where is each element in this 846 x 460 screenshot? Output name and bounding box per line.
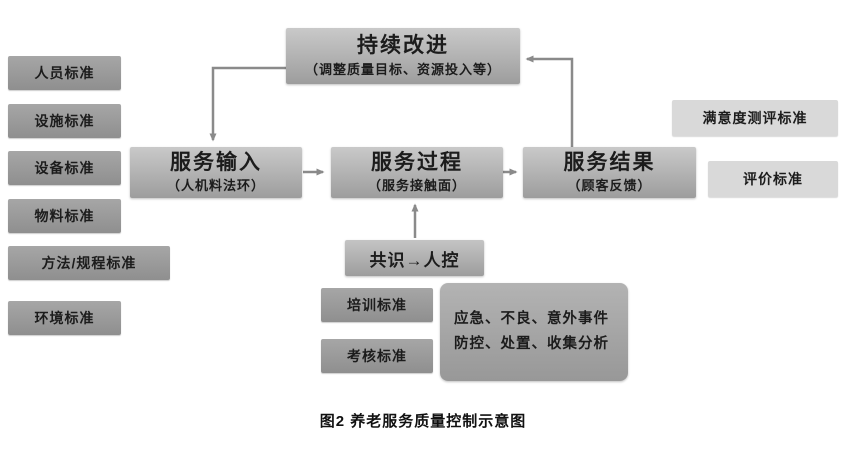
box-satisfaction-standard: 满意度测评标准 [672, 100, 838, 136]
box-label: 培训标准 [347, 297, 407, 313]
box-personnel-standard: 人员标准 [8, 56, 121, 90]
box-service-result: 服务结果 （顾客反馈） [523, 147, 696, 198]
box-label: 物料标准 [34, 208, 95, 224]
arrow-result-to-improve [525, 55, 574, 147]
box-title: 服务输入 [170, 150, 262, 174]
box-subtitle: （服务接触面） [367, 178, 466, 194]
box-consensus-control: 共识→人控 [345, 240, 484, 276]
box-label: 设施标准 [34, 113, 95, 129]
event-line-1: 应急、不良、意外事件 [454, 311, 609, 328]
box-label: 人员标准 [34, 65, 95, 81]
box-subtitle: （人机料法环） [166, 178, 265, 194]
box-method-standard: 方法/规程标准 [8, 246, 170, 280]
box-label: 环境标准 [34, 310, 95, 326]
box-assessment-standard: 考核标准 [321, 339, 433, 373]
box-continuous-improvement: 持续改进 （调整质量目标、资源投入等） [286, 28, 520, 84]
box-label: 共识→人控 [369, 250, 460, 270]
box-service-input: 服务输入 （人机料法环） [130, 147, 302, 198]
box-label: 满意度测评标准 [702, 110, 808, 126]
box-facility-standard: 设施标准 [8, 104, 121, 138]
figure-caption: 图2 养老服务质量控制示意图 [319, 413, 527, 430]
box-title: 服务结果 [563, 150, 656, 174]
box-title: 服务过程 [371, 150, 463, 174]
box-title: 持续改进 [357, 34, 449, 58]
box-environment-standard: 环境标准 [8, 301, 121, 335]
box-service-process: 服务过程 （服务接触面） [331, 147, 503, 198]
box-label: 评价标准 [743, 171, 803, 187]
arrow-improve-to-input [209, 66, 286, 142]
box-training-standard: 培训标准 [321, 288, 433, 322]
box-label: 设备标准 [34, 160, 95, 176]
box-label: 考核标准 [347, 348, 407, 364]
box-subtitle: （调整质量目标、资源投入等） [304, 61, 501, 77]
box-equipment-standard: 设备标准 [8, 151, 121, 185]
box-label: 方法/规程标准 [41, 255, 137, 271]
box-emergency-events: 应急、不良、意外事件 防控、处置、收集分析 [440, 283, 628, 381]
event-line-2: 防控、处置、收集分析 [454, 336, 609, 352]
box-subtitle: （顾客反馈） [567, 178, 652, 194]
box-evaluation-standard: 评价标准 [708, 161, 838, 197]
box-material-standard: 物料标准 [8, 199, 121, 233]
